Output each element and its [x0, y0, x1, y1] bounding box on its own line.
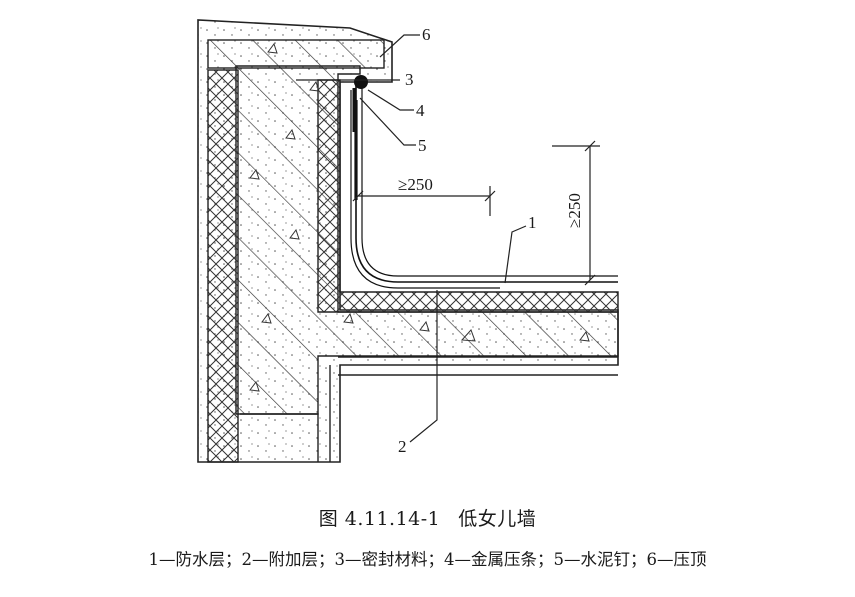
parapet-section-drawing: 6 3 4 5 1 2 ≥250 ≥250 — [197, 19, 619, 463]
callout-6: 6 — [422, 25, 431, 44]
leader-lines — [296, 34, 527, 443]
dimension-vertical-label: ≥250 — [565, 193, 584, 228]
callout-2: 2 — [398, 437, 407, 456]
insulation-outer — [207, 69, 239, 463]
dimension-horizontal-label: ≥250 — [398, 175, 433, 194]
figure-number: 图 4.11.14-1 — [318, 508, 441, 530]
callout-3: 3 — [405, 70, 414, 89]
figure-legend: 1—防水层；2—附加层；3—密封材料；4—金属压条；5—水泥钉；6—压顶 — [148, 550, 707, 569]
callout-5: 5 — [418, 136, 427, 155]
waterproof-membrane — [350, 78, 618, 289]
slab-outline — [240, 356, 618, 462]
dimension-horizontal — [352, 186, 496, 216]
concrete-marks — [249, 42, 590, 392]
callout-1: 1 — [528, 213, 537, 232]
figure-caption: 图 4.11.14-1 低女儿墙 — [0, 504, 855, 531]
figure-title: 低女儿墙 — [458, 508, 537, 530]
dimension-vertical — [552, 140, 600, 286]
sealant-blob — [354, 75, 368, 89]
callout-4: 4 — [416, 101, 425, 120]
